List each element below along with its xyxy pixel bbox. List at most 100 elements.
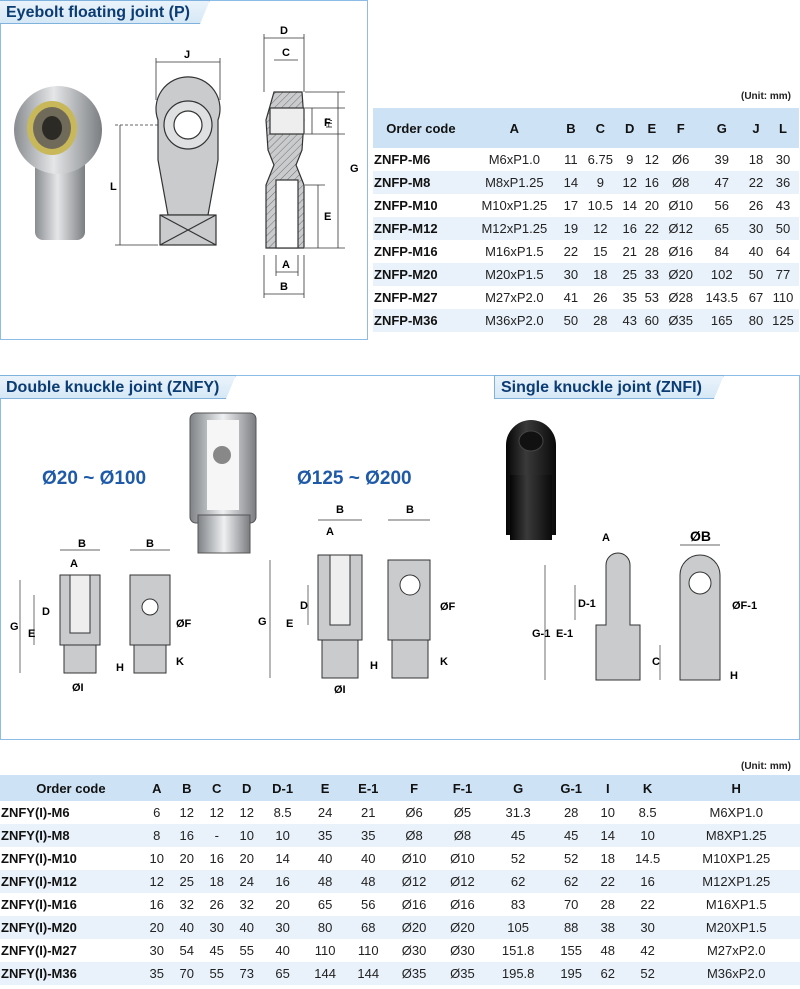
header-cell: G-1 — [549, 775, 593, 801]
table-cell: 43 — [618, 309, 641, 332]
table-cell: 32 — [231, 893, 262, 916]
table-cell: M10xP1.25 — [468, 194, 560, 217]
table-cell: M8XP1.25 — [672, 824, 800, 847]
order-code-cell: ZNFY(I)-M10 — [0, 847, 142, 870]
table-cell: 48 — [303, 870, 347, 893]
table-cell: 10 — [592, 801, 623, 824]
table-cell: 10 — [231, 824, 262, 847]
header-cell: F — [389, 775, 439, 801]
table-cell: 62 — [486, 870, 550, 893]
dk-label-e1: E — [28, 628, 35, 640]
table-cell: 30 — [201, 916, 232, 939]
dim-label-a: A — [282, 259, 290, 271]
table-cell: 50 — [767, 217, 799, 240]
table-cell: 70 — [171, 962, 202, 985]
table-cell: 28 — [592, 893, 623, 916]
single-knuckle-section-title: Single knuckle joint (ZNFI) — [494, 375, 724, 399]
sk-label-d1: D-1 — [578, 598, 596, 610]
table-cell: 83 — [486, 893, 550, 916]
table-cell: 50 — [559, 309, 582, 332]
table-cell: 9 — [581, 171, 619, 194]
header-cell: G — [698, 108, 745, 148]
table-cell: 56 — [698, 194, 745, 217]
table-cell: 47 — [698, 171, 745, 194]
table-cell: 14 — [559, 171, 582, 194]
header-cell: Order code — [0, 775, 142, 801]
table-cell: 21 — [346, 801, 390, 824]
table-cell: 105 — [486, 916, 550, 939]
table-cell: Ø16 — [438, 893, 487, 916]
table-cell: 80 — [303, 916, 347, 939]
table-cell: 155 — [549, 939, 593, 962]
sk-label-g1: G-1 — [532, 628, 550, 640]
table-cell: 36 — [767, 171, 799, 194]
table-cell: 20 — [640, 194, 663, 217]
single-knuckle-front — [595, 552, 641, 681]
order-code-cell: ZNFY(I)-M12 — [0, 870, 142, 893]
table-cell: 24 — [231, 870, 262, 893]
knuckle-drawings: B B A G E D ØF H K ØI B B A G E D ØF H K… — [10, 412, 757, 696]
table-cell: Ø35 — [438, 962, 487, 985]
header-cell: D-1 — [261, 775, 304, 801]
table-cell: 26 — [744, 194, 768, 217]
header-cell: B — [559, 108, 582, 148]
table-cell: 14 — [618, 194, 641, 217]
dk-label-b4: B — [406, 504, 414, 516]
table-cell: 68 — [346, 916, 390, 939]
order-code-cell: ZNFP-M20 — [373, 263, 469, 286]
table-cell: 84 — [698, 240, 745, 263]
table-cell: 65 — [261, 962, 304, 985]
znfy-unit-label: (Unit: mm) — [741, 761, 791, 772]
sk-label-h: H — [730, 670, 738, 682]
eyebolt-unit-label: (Unit: mm) — [741, 91, 791, 102]
dim-label-l: L — [110, 181, 117, 193]
table-cell: 54 — [171, 939, 202, 962]
table-cell: 40 — [231, 916, 262, 939]
order-code-cell: ZNFP-M12 — [373, 217, 469, 240]
table-cell: 16 — [171, 824, 202, 847]
table-cell: 62 — [592, 962, 623, 985]
dk-label-a1: A — [70, 558, 78, 570]
table-cell: 16 — [141, 893, 172, 916]
dk-label-d2: D — [300, 600, 308, 612]
dk-label-f2: ØF — [440, 601, 456, 613]
table-cell: M16xP1.5 — [468, 240, 560, 263]
table-cell: Ø16 — [662, 240, 699, 263]
table-cell: 102 — [698, 263, 745, 286]
table-cell: 40 — [744, 240, 768, 263]
table-cell: 64 — [767, 240, 799, 263]
table-cell: 10 — [141, 847, 172, 870]
table-cell: 40 — [261, 939, 304, 962]
table-cell: M36xP2.0 — [468, 309, 560, 332]
dim-label-d: D — [280, 25, 288, 37]
table-cell: 14.5 — [622, 847, 673, 870]
table-cell: 41 — [559, 286, 582, 309]
table-cell: 17 — [559, 194, 582, 217]
table-cell: Ø5 — [438, 801, 487, 824]
table-cell: 88 — [549, 916, 593, 939]
table-cell: M12xP1.25 — [468, 217, 560, 240]
order-code-cell: ZNFY(I)-M27 — [0, 939, 142, 962]
header-cell: A — [468, 108, 560, 148]
header-cell: F-1 — [438, 775, 487, 801]
table-cell: 110 — [303, 939, 347, 962]
sk-label-a: A — [602, 532, 610, 544]
table-cell: 28 — [549, 801, 593, 824]
table-cell: 22 — [559, 240, 582, 263]
header-cell: D — [231, 775, 262, 801]
table-cell: 22 — [640, 217, 663, 240]
table-cell: 31.3 — [486, 801, 550, 824]
dk-label-a2: A — [326, 526, 334, 538]
table-cell: 11 — [559, 148, 582, 171]
table-cell: Ø8 — [389, 824, 439, 847]
dim-label-h7: H7 — [325, 117, 334, 128]
range-large-label: Ø125 ~ Ø200 — [297, 468, 412, 489]
